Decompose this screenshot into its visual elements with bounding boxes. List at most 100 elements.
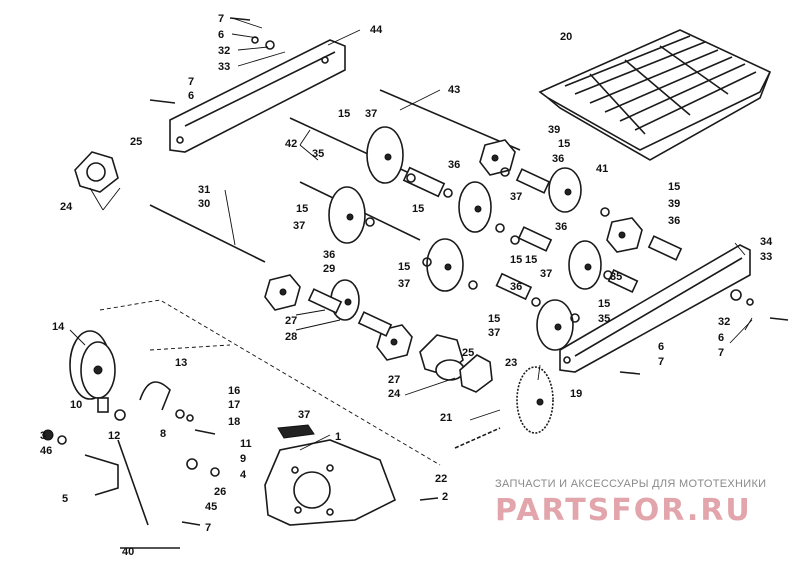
callout-label: 16	[228, 385, 240, 397]
callout-label: 30	[198, 198, 210, 210]
left-side-rail-part	[169, 39, 346, 153]
callout-label: 46	[40, 445, 52, 457]
callout-label: 37	[510, 191, 522, 203]
callout-label: 3	[40, 430, 46, 442]
drive-track-part	[538, 29, 772, 161]
drive-chain-part	[454, 427, 501, 449]
callout-label: 6	[188, 90, 194, 102]
idler-wheels	[328, 126, 602, 351]
callout-label: 15	[598, 298, 610, 310]
callout-label: 20	[560, 31, 572, 43]
callout-label: 9	[240, 453, 246, 465]
callout-label: 39	[548, 124, 560, 136]
callout-label: 39	[668, 198, 680, 210]
callout-labels: 7 6 32 33 44 20 7 6 43 15 37 39 25 42 15…	[40, 13, 773, 558]
callout-label: 36	[323, 249, 335, 261]
driven-sprocket-part	[516, 366, 554, 434]
callout-label: 5	[62, 493, 68, 505]
callout-label: 15	[412, 203, 424, 215]
chaincase-part	[264, 439, 397, 526]
callout-label: 6	[658, 341, 664, 353]
washers	[365, 167, 613, 323]
callout-label: 40	[122, 546, 134, 558]
callout-label: 28	[285, 331, 297, 343]
callout-label: 23	[505, 357, 517, 369]
callout-label: 21	[440, 412, 452, 424]
callout-label: 37	[293, 220, 305, 232]
callout-label: 42	[285, 138, 297, 150]
watermark: ЗАПЧАСТИ И АКСЕССУАРЫ ДЛЯ МОТОТЕХНИКИ PA…	[495, 478, 766, 528]
callout-label: 27	[285, 315, 297, 327]
callout-label: 10	[70, 399, 82, 411]
watermark-brand: PARTSFOR.RU	[495, 493, 752, 528]
spacers	[307, 166, 683, 337]
callout-label: 4	[240, 469, 247, 481]
callout-label: 41	[596, 163, 608, 175]
callout-label: 43	[448, 84, 460, 96]
callout-label: 35	[610, 271, 622, 283]
callout-label: 36	[555, 221, 567, 233]
callout-label: 15	[558, 138, 570, 150]
callout-label: 37	[298, 409, 310, 421]
callout-label: 37	[488, 327, 500, 339]
callout-label: 25	[462, 347, 474, 359]
brake-lever-bracket-part	[84, 439, 180, 549]
callout-label: 36	[510, 281, 522, 293]
callout-label: 1	[335, 431, 341, 443]
callout-label: 31	[198, 184, 210, 196]
callout-label: 7	[218, 13, 224, 25]
callout-label: 7	[718, 347, 724, 359]
callout-label: 24	[60, 201, 73, 213]
callout-label: 37	[365, 108, 377, 120]
callout-label: 15	[525, 254, 537, 266]
callout-label: 35	[598, 313, 610, 325]
bearing-flanges	[74, 151, 493, 393]
callout-label: 15	[338, 108, 350, 120]
callout-label: 24	[388, 388, 401, 400]
callout-label: 25	[130, 136, 142, 148]
callout-label: 13	[175, 357, 187, 369]
callout-label: 11	[240, 438, 252, 450]
callout-label: 36	[448, 159, 460, 171]
callout-label: 37	[398, 278, 410, 290]
brake-bracket-part	[139, 381, 171, 411]
callout-label: 36	[552, 153, 564, 165]
callout-label: 8	[160, 428, 166, 440]
callout-label: 15	[488, 313, 500, 325]
callout-label: 32	[218, 45, 230, 57]
callout-label: 19	[570, 388, 582, 400]
callout-label: 15	[668, 181, 680, 193]
callout-label: 12	[108, 430, 120, 442]
brake-disc-part	[69, 330, 116, 400]
callout-label: 6	[218, 29, 224, 41]
callout-label: 15	[296, 203, 308, 215]
right-side-rail-part	[559, 244, 751, 373]
callout-label: 27	[388, 374, 400, 386]
callout-label: 33	[760, 251, 772, 263]
callout-label: 22	[435, 473, 447, 485]
callout-label: 17	[228, 399, 240, 411]
callout-label: 29	[323, 263, 335, 275]
callout-label: 15	[398, 261, 410, 273]
callout-label: 26	[214, 486, 226, 498]
callout-label: 37	[540, 268, 552, 280]
callout-label: 35	[312, 148, 324, 160]
callout-label: 36	[668, 215, 680, 227]
callout-label: 33	[218, 61, 230, 73]
callout-label: 7	[658, 356, 664, 368]
callout-label: 7	[188, 76, 194, 88]
watermark-subtitle: ЗАПЧАСТИ И АКСЕССУАРЫ ДЛЯ МОТОТЕХНИКИ	[495, 478, 766, 490]
callout-label: 15	[510, 254, 522, 266]
callout-label: 32	[718, 316, 730, 328]
callout-label: 6	[718, 332, 724, 344]
gasket-part	[277, 424, 315, 439]
callout-label: 34	[760, 236, 773, 248]
callout-label: 18	[228, 416, 240, 428]
callout-label: 7	[205, 522, 211, 534]
callout-label: 44	[370, 24, 383, 36]
leader-lines	[69, 17, 753, 466]
callout-label: 14	[52, 321, 65, 333]
callout-label: 2	[442, 491, 448, 503]
callout-label: 45	[205, 501, 217, 513]
